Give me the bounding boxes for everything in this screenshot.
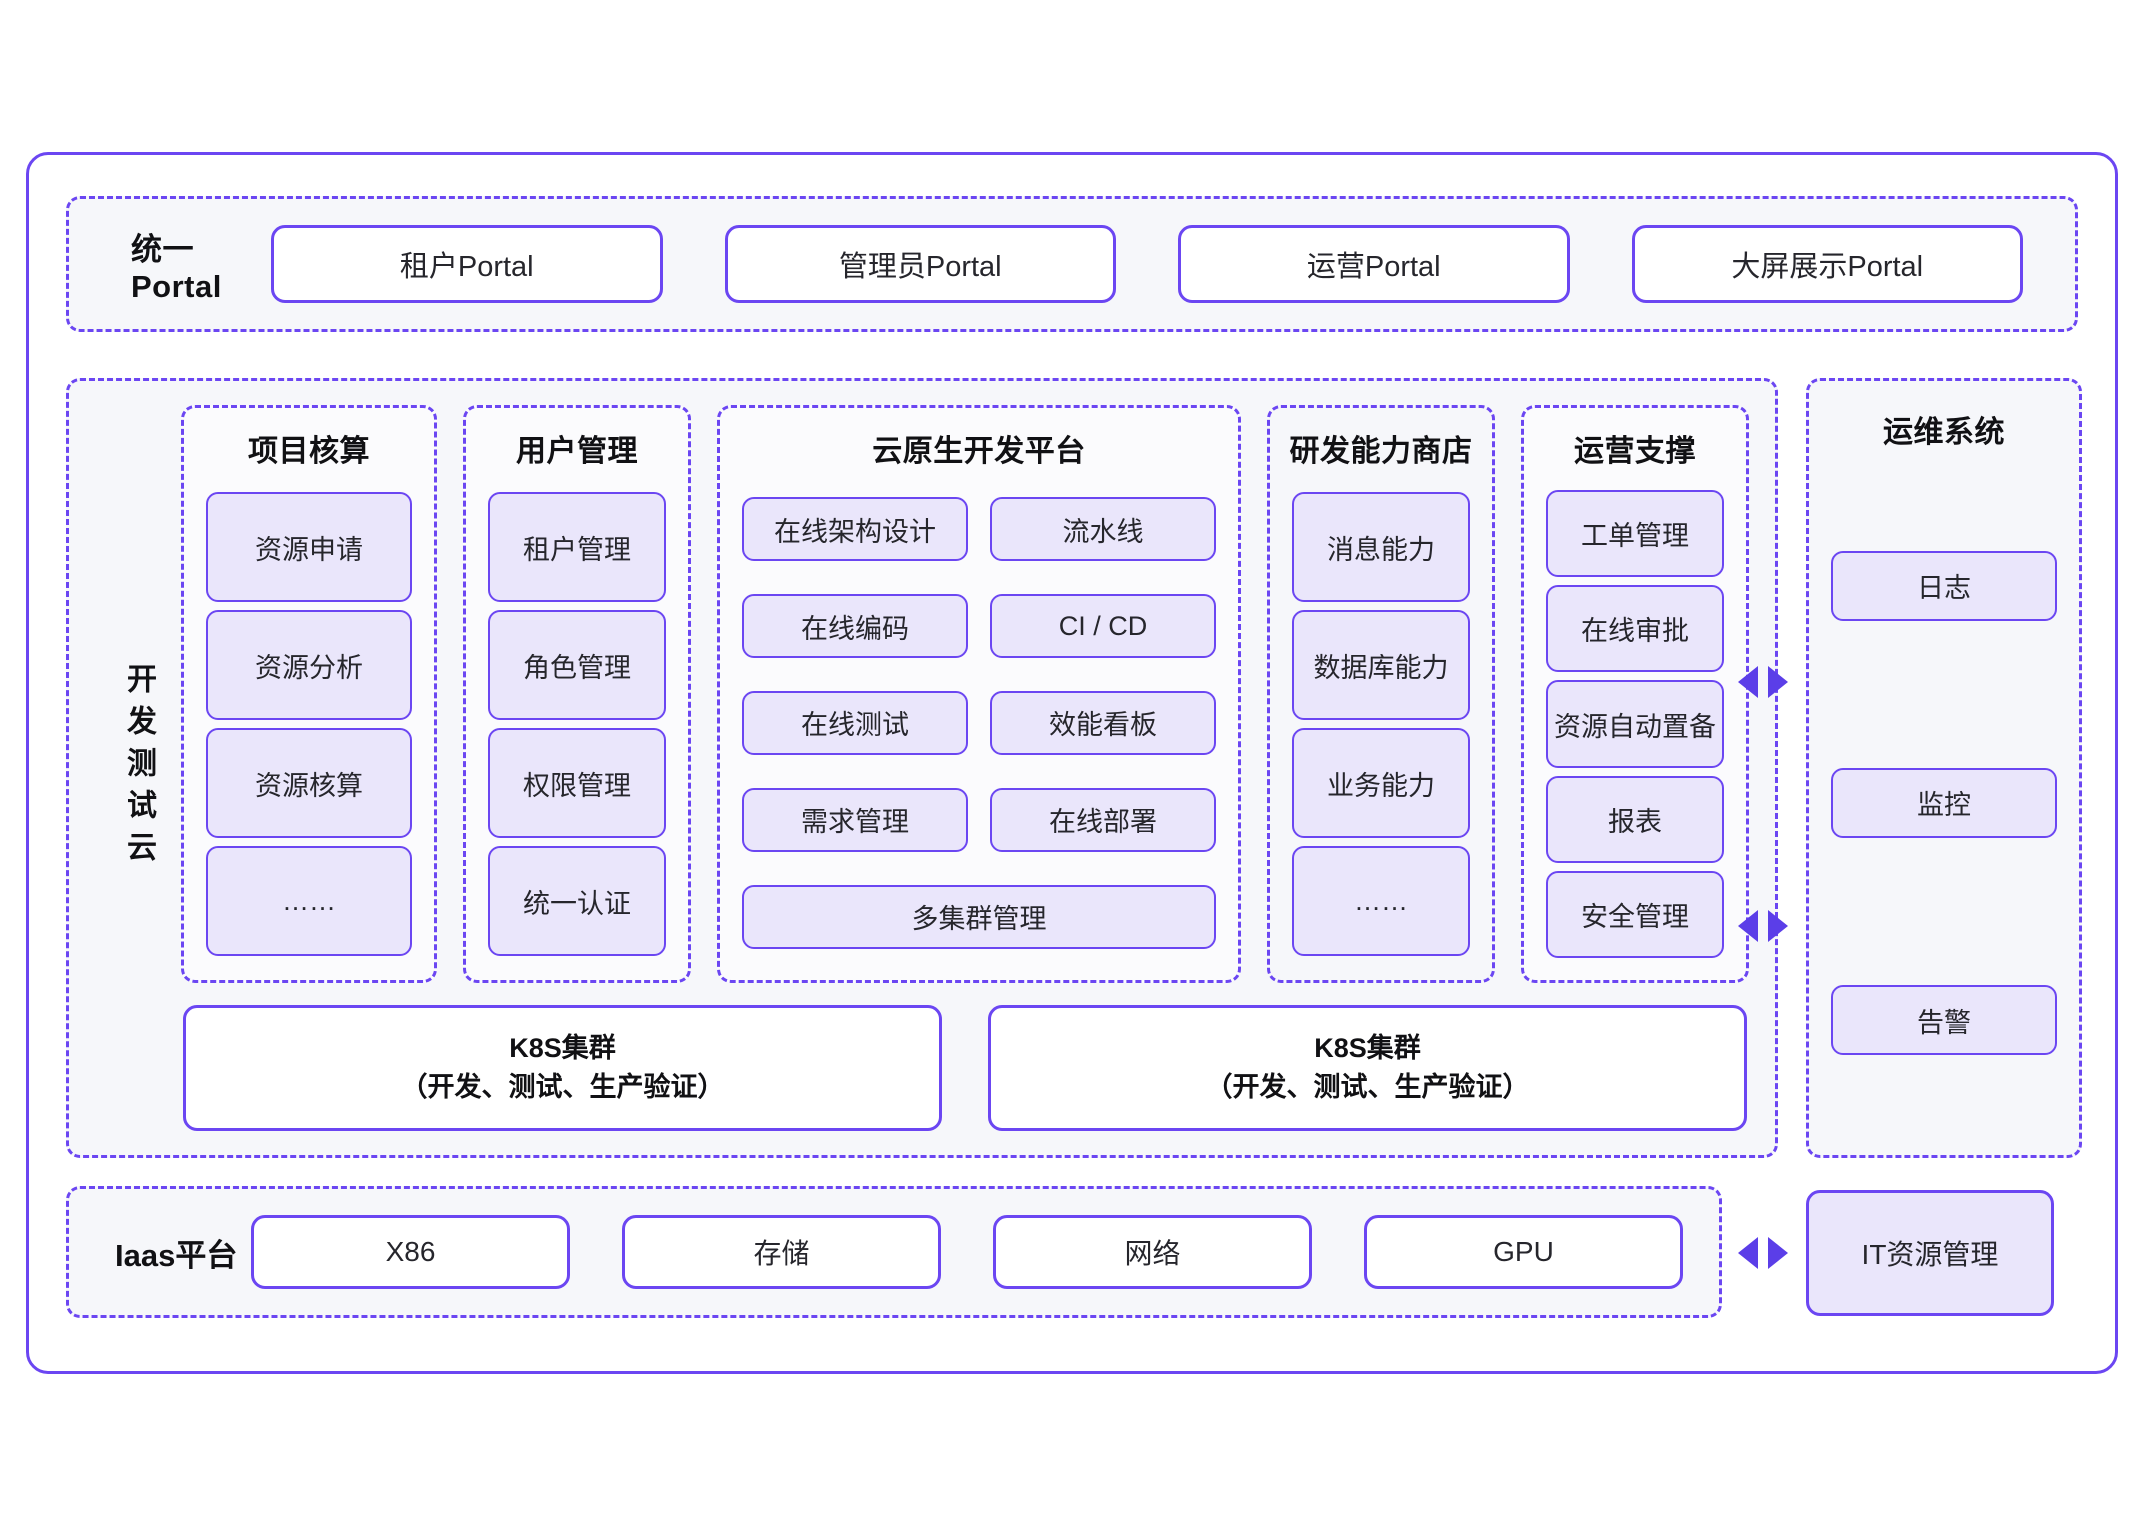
dev-test-cloud-label: 开发测试云 <box>122 663 155 873</box>
arrow-left-icon <box>1738 666 1758 698</box>
group-title: 研发能力商店 <box>1289 435 1473 468</box>
tile-row: 在线测试 效能看板 <box>742 690 1216 755</box>
tile-tenant-management[interactable]: 租户管理 <box>488 492 666 602</box>
ops-system-title: 运维系统 <box>1883 416 2005 449</box>
group-operation-support: 运营支撑 工单管理 在线审批 资源自动置备 报表 安全管理 <box>1521 405 1749 983</box>
k8s-cluster-2[interactable]: K8S集群 （开发、测试、生产验证） <box>988 1005 1747 1131</box>
tile-efficiency-dashboard[interactable]: 效能看板 <box>990 690 1216 755</box>
tile-business-capability[interactable]: 业务能力 <box>1292 728 1470 838</box>
tile-report[interactable]: 报表 <box>1546 775 1724 863</box>
iaas-section-title: Iaas平台 <box>115 1237 238 1273</box>
portal-button-admin[interactable]: 管理员Portal <box>724 225 1116 303</box>
tile-ci-cd[interactable]: CI / CD <box>990 594 1216 659</box>
tile-pipeline[interactable]: 流水线 <box>990 497 1216 562</box>
ops-tile-log[interactable]: 日志 <box>1831 550 2057 621</box>
iaas-button-network[interactable]: 网络 <box>993 1215 1312 1289</box>
group-user-management: 用户管理 租户管理 角色管理 权限管理 统一认证 <box>463 405 691 983</box>
tile-online-testing[interactable]: 在线测试 <box>742 690 968 755</box>
iaas-button-list: X86 存储 网络 GPU <box>251 1215 1697 1289</box>
tile-online-coding[interactable]: 在线编码 <box>742 594 968 659</box>
arrow-right-icon <box>1768 910 1788 942</box>
arrow-right-icon <box>1768 1237 1788 1269</box>
tile-multi-cluster-management[interactable]: 多集群管理 <box>742 884 1216 949</box>
k8s-cluster-1-line2: （开发、测试、生产验证） <box>400 1072 725 1102</box>
group-project-cost: 项目核算 资源申请 资源分析 资源核算 …… <box>181 405 437 983</box>
tile-resource-apply[interactable]: 资源申请 <box>206 492 412 602</box>
tile-database-capability[interactable]: 数据库能力 <box>1292 610 1470 720</box>
portal-button-operation[interactable]: 运营Portal <box>1178 225 1570 303</box>
dev-test-cloud-section: 开发测试云 项目核算 资源申请 资源分析 资源核算 …… 用户管理 <box>66 378 1778 1158</box>
tile-row: 多集群管理 <box>742 884 1216 949</box>
tile-online-approval[interactable]: 在线审批 <box>1546 585 1724 673</box>
tile-online-deployment[interactable]: 在线部署 <box>990 787 1216 852</box>
group-cloud-native-platform: 云原生开发平台 在线架构设计 流水线 在线编码 CI / CD 在线测试 效能看 <box>717 405 1241 983</box>
tile-role-management[interactable]: 角色管理 <box>488 610 666 720</box>
ops-system-list: 日志 监控 告警 <box>1831 477 2057 1129</box>
portal-button-bigscreen[interactable]: 大屏展示Portal <box>1631 225 2023 303</box>
double-arrow-icon <box>1738 910 1788 942</box>
tile-online-architecture-design[interactable]: 在线架构设计 <box>742 497 968 562</box>
tile-more-ellipsis[interactable]: …… <box>1292 846 1470 956</box>
tile-row: 在线编码 CI / CD <box>742 594 1216 659</box>
tile-grid: 在线架构设计 流水线 在线编码 CI / CD 在线测试 效能看板 需求管理 <box>742 486 1216 960</box>
double-arrow-icon <box>1738 666 1788 698</box>
portal-button-tenant[interactable]: 租户Portal <box>271 225 663 303</box>
arrow-left-icon <box>1738 1237 1758 1269</box>
k8s-cluster-1-line1: K8S集群 <box>509 1032 616 1063</box>
ops-system-section: 运维系统 日志 监控 告警 <box>1806 378 2082 1158</box>
tile-ticket-management[interactable]: 工单管理 <box>1546 490 1724 578</box>
portal-section-title: 统一Portal <box>131 231 222 304</box>
iaas-button-storage[interactable]: 存储 <box>622 1215 941 1289</box>
arrow-right-icon <box>1768 666 1788 698</box>
tile-more-ellipsis[interactable]: …… <box>206 846 412 956</box>
tile-list: 资源申请 资源分析 资源核算 …… <box>206 486 412 960</box>
tile-auto-provisioning[interactable]: 资源自动置备 <box>1546 680 1724 768</box>
iaas-button-gpu[interactable]: GPU <box>1364 1215 1683 1289</box>
dev-test-cloud-body: 项目核算 资源申请 资源分析 资源核算 …… 用户管理 租户管理 角色管理 权限… <box>181 405 1749 1131</box>
ops-tile-monitor[interactable]: 监控 <box>1831 767 2057 838</box>
k8s-cluster-row: K8S集群 （开发、测试、生产验证） K8S集群 （开发、测试、生产验证） <box>181 1005 1749 1131</box>
tile-resource-analysis[interactable]: 资源分析 <box>206 610 412 720</box>
iaas-button-x86[interactable]: X86 <box>251 1215 570 1289</box>
iaas-section: Iaas平台 X86 存储 网络 GPU <box>66 1186 1722 1318</box>
tile-row: 在线架构设计 流水线 <box>742 497 1216 562</box>
tile-list: 工单管理 在线审批 资源自动置备 报表 安全管理 <box>1546 486 1724 960</box>
group-title: 云原生开发平台 <box>872 435 1086 468</box>
group-rnd-capability-store: 研发能力商店 消息能力 数据库能力 业务能力 …… <box>1267 405 1495 983</box>
k8s-cluster-2-line2: （开发、测试、生产验证） <box>1205 1072 1530 1102</box>
tile-list: 消息能力 数据库能力 业务能力 …… <box>1292 486 1470 960</box>
tile-unified-auth[interactable]: 统一认证 <box>488 846 666 956</box>
tile-message-capability[interactable]: 消息能力 <box>1292 492 1470 602</box>
double-arrow-icon <box>1738 1237 1788 1269</box>
capability-group-row: 项目核算 资源申请 资源分析 资源核算 …… 用户管理 租户管理 角色管理 权限… <box>181 405 1749 983</box>
k8s-cluster-2-line1: K8S集群 <box>1314 1032 1421 1063</box>
group-title: 运营支撑 <box>1574 435 1696 468</box>
tile-row: 需求管理 在线部署 <box>742 787 1216 852</box>
ops-tile-alarm[interactable]: 告警 <box>1831 985 2057 1056</box>
group-title: 项目核算 <box>248 435 370 468</box>
tile-requirement-management[interactable]: 需求管理 <box>742 787 968 852</box>
tile-permission-management[interactable]: 权限管理 <box>488 728 666 838</box>
group-title: 用户管理 <box>516 435 638 468</box>
k8s-cluster-1[interactable]: K8S集群 （开发、测试、生产验证） <box>183 1005 942 1131</box>
it-resource-management-block[interactable]: IT资源管理 <box>1806 1190 2054 1316</box>
portal-button-list: 租户Portal 管理员Portal 运营Portal 大屏展示Portal <box>271 225 2051 303</box>
tile-security-management[interactable]: 安全管理 <box>1546 870 1724 959</box>
tile-list: 租户管理 角色管理 权限管理 统一认证 <box>488 486 666 960</box>
tile-resource-accounting[interactable]: 资源核算 <box>206 728 412 838</box>
portal-section: 统一Portal 租户Portal 管理员Portal 运营Portal 大屏展… <box>66 196 2078 332</box>
arrow-left-icon <box>1738 910 1758 942</box>
